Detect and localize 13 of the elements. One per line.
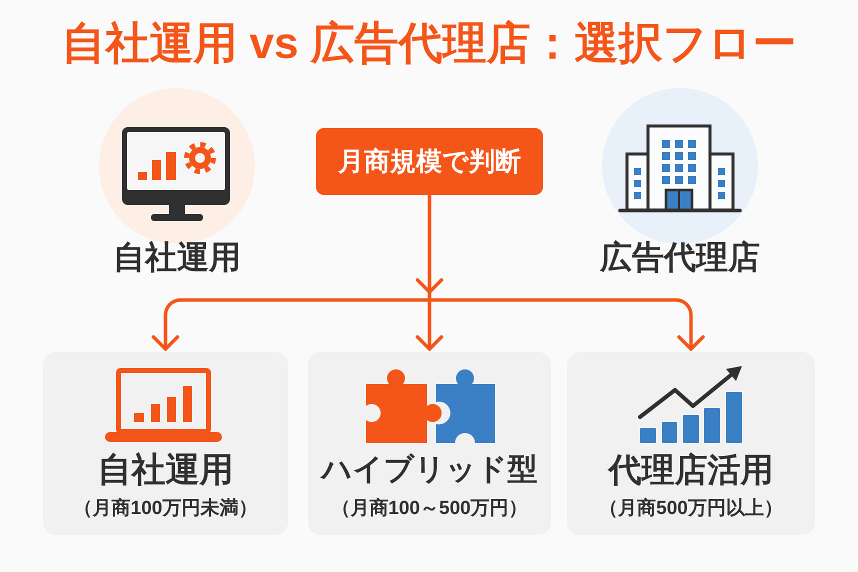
- decision-box: 月商規模で判断: [316, 128, 543, 195]
- option-card: [308, 352, 551, 535]
- card-title: 自社運用: [96, 450, 234, 490]
- option-card: [43, 352, 288, 535]
- option-card: [567, 352, 815, 535]
- card-title: 代理店活用: [606, 450, 774, 490]
- card-subtitle: （月商100～500万円）: [330, 497, 529, 521]
- node-label: 広告代理店: [598, 238, 761, 276]
- card-title: ハイブリッド型: [319, 452, 538, 488]
- card-subtitle: （月商500万円以上）: [598, 497, 784, 521]
- node-label: 自社運用: [112, 238, 242, 276]
- card-subtitle: （月商100万円未満）: [72, 497, 258, 521]
- title: 自社運用 vs 広告代理店：選択フロー: [60, 18, 798, 70]
